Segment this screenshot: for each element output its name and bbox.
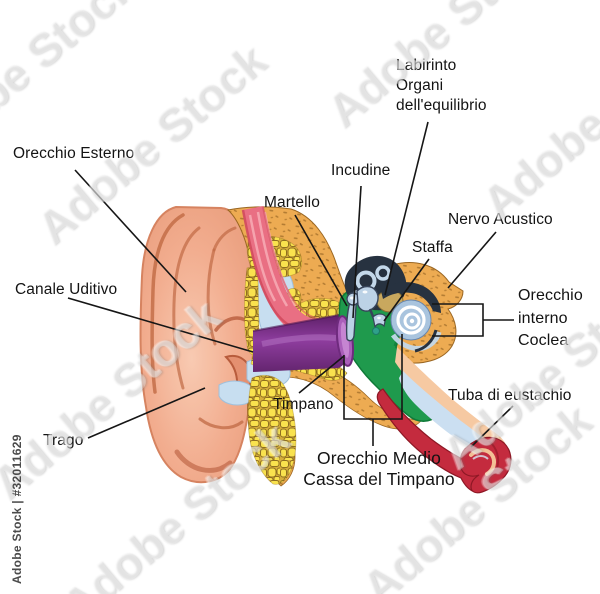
line-martello — [294, 214, 348, 307]
line-canale-uditivo — [67, 297, 254, 353]
label-trago: Trago — [43, 432, 84, 449]
label-canale-uditivo: Canale Uditivo — [15, 281, 118, 298]
stapes — [372, 313, 387, 329]
line-labirinto — [384, 121, 429, 296]
label-orecchio-interno-line1: Orecchio — [518, 287, 583, 304]
eustachian-tube — [376, 347, 512, 494]
label-orecchio-medio-line2: Cassa del Timpano — [303, 469, 455, 489]
label-orecchio-interno: Orecchio interno Coclea — [518, 285, 583, 353]
cochlea-spiral — [396, 305, 426, 335]
stock-id-watermark: Adobe Stock | #32011629 — [10, 434, 24, 584]
line-orecchio-esterno — [74, 169, 187, 293]
leader-lines — [67, 121, 514, 448]
label-orecchio-interno-line2: interno — [518, 309, 568, 327]
label-orecchio-esterno: Orecchio Esterno — [13, 145, 135, 162]
label-labirinto-line2: Organi — [396, 77, 444, 94]
line-nervo-acustico — [447, 231, 497, 289]
label-labirinto: Labirinto Organi dell'equilibrio — [396, 56, 487, 116]
label-martello: Martello — [264, 194, 320, 211]
line-trago — [87, 387, 206, 439]
label-orecchio-interno-line3: Coclea — [518, 332, 569, 349]
malleus — [345, 300, 357, 342]
line-staffa — [383, 258, 430, 322]
line-timpano — [298, 355, 345, 394]
label-orecchio-medio: Orecchio Medio Cassa del Timpano — [290, 448, 468, 490]
label-incudine: Incudine — [331, 162, 391, 179]
label-timpano: Timpano — [273, 396, 334, 413]
cochlea — [381, 282, 442, 353]
label-labirinto-line3: dell'equilibrio — [396, 97, 487, 114]
label-orecchio-medio-line1: Orecchio Medio — [317, 448, 441, 468]
outer-ear-pinna — [139, 205, 256, 484]
incus — [356, 285, 379, 312]
label-tuba-eustachio: Tuba di eustachio — [448, 387, 572, 404]
label-labirinto-line1: Labirinto — [396, 57, 457, 74]
line-incudine — [352, 185, 362, 319]
line-tuba-eustachio — [470, 405, 514, 448]
semicircular-canal — [375, 265, 391, 281]
label-nervo-acustico: Nervo Acustico — [448, 211, 553, 228]
pinna-fold-lines — [150, 213, 252, 473]
label-staffa: Staffa — [412, 239, 453, 256]
auditory-canal — [252, 314, 350, 372]
